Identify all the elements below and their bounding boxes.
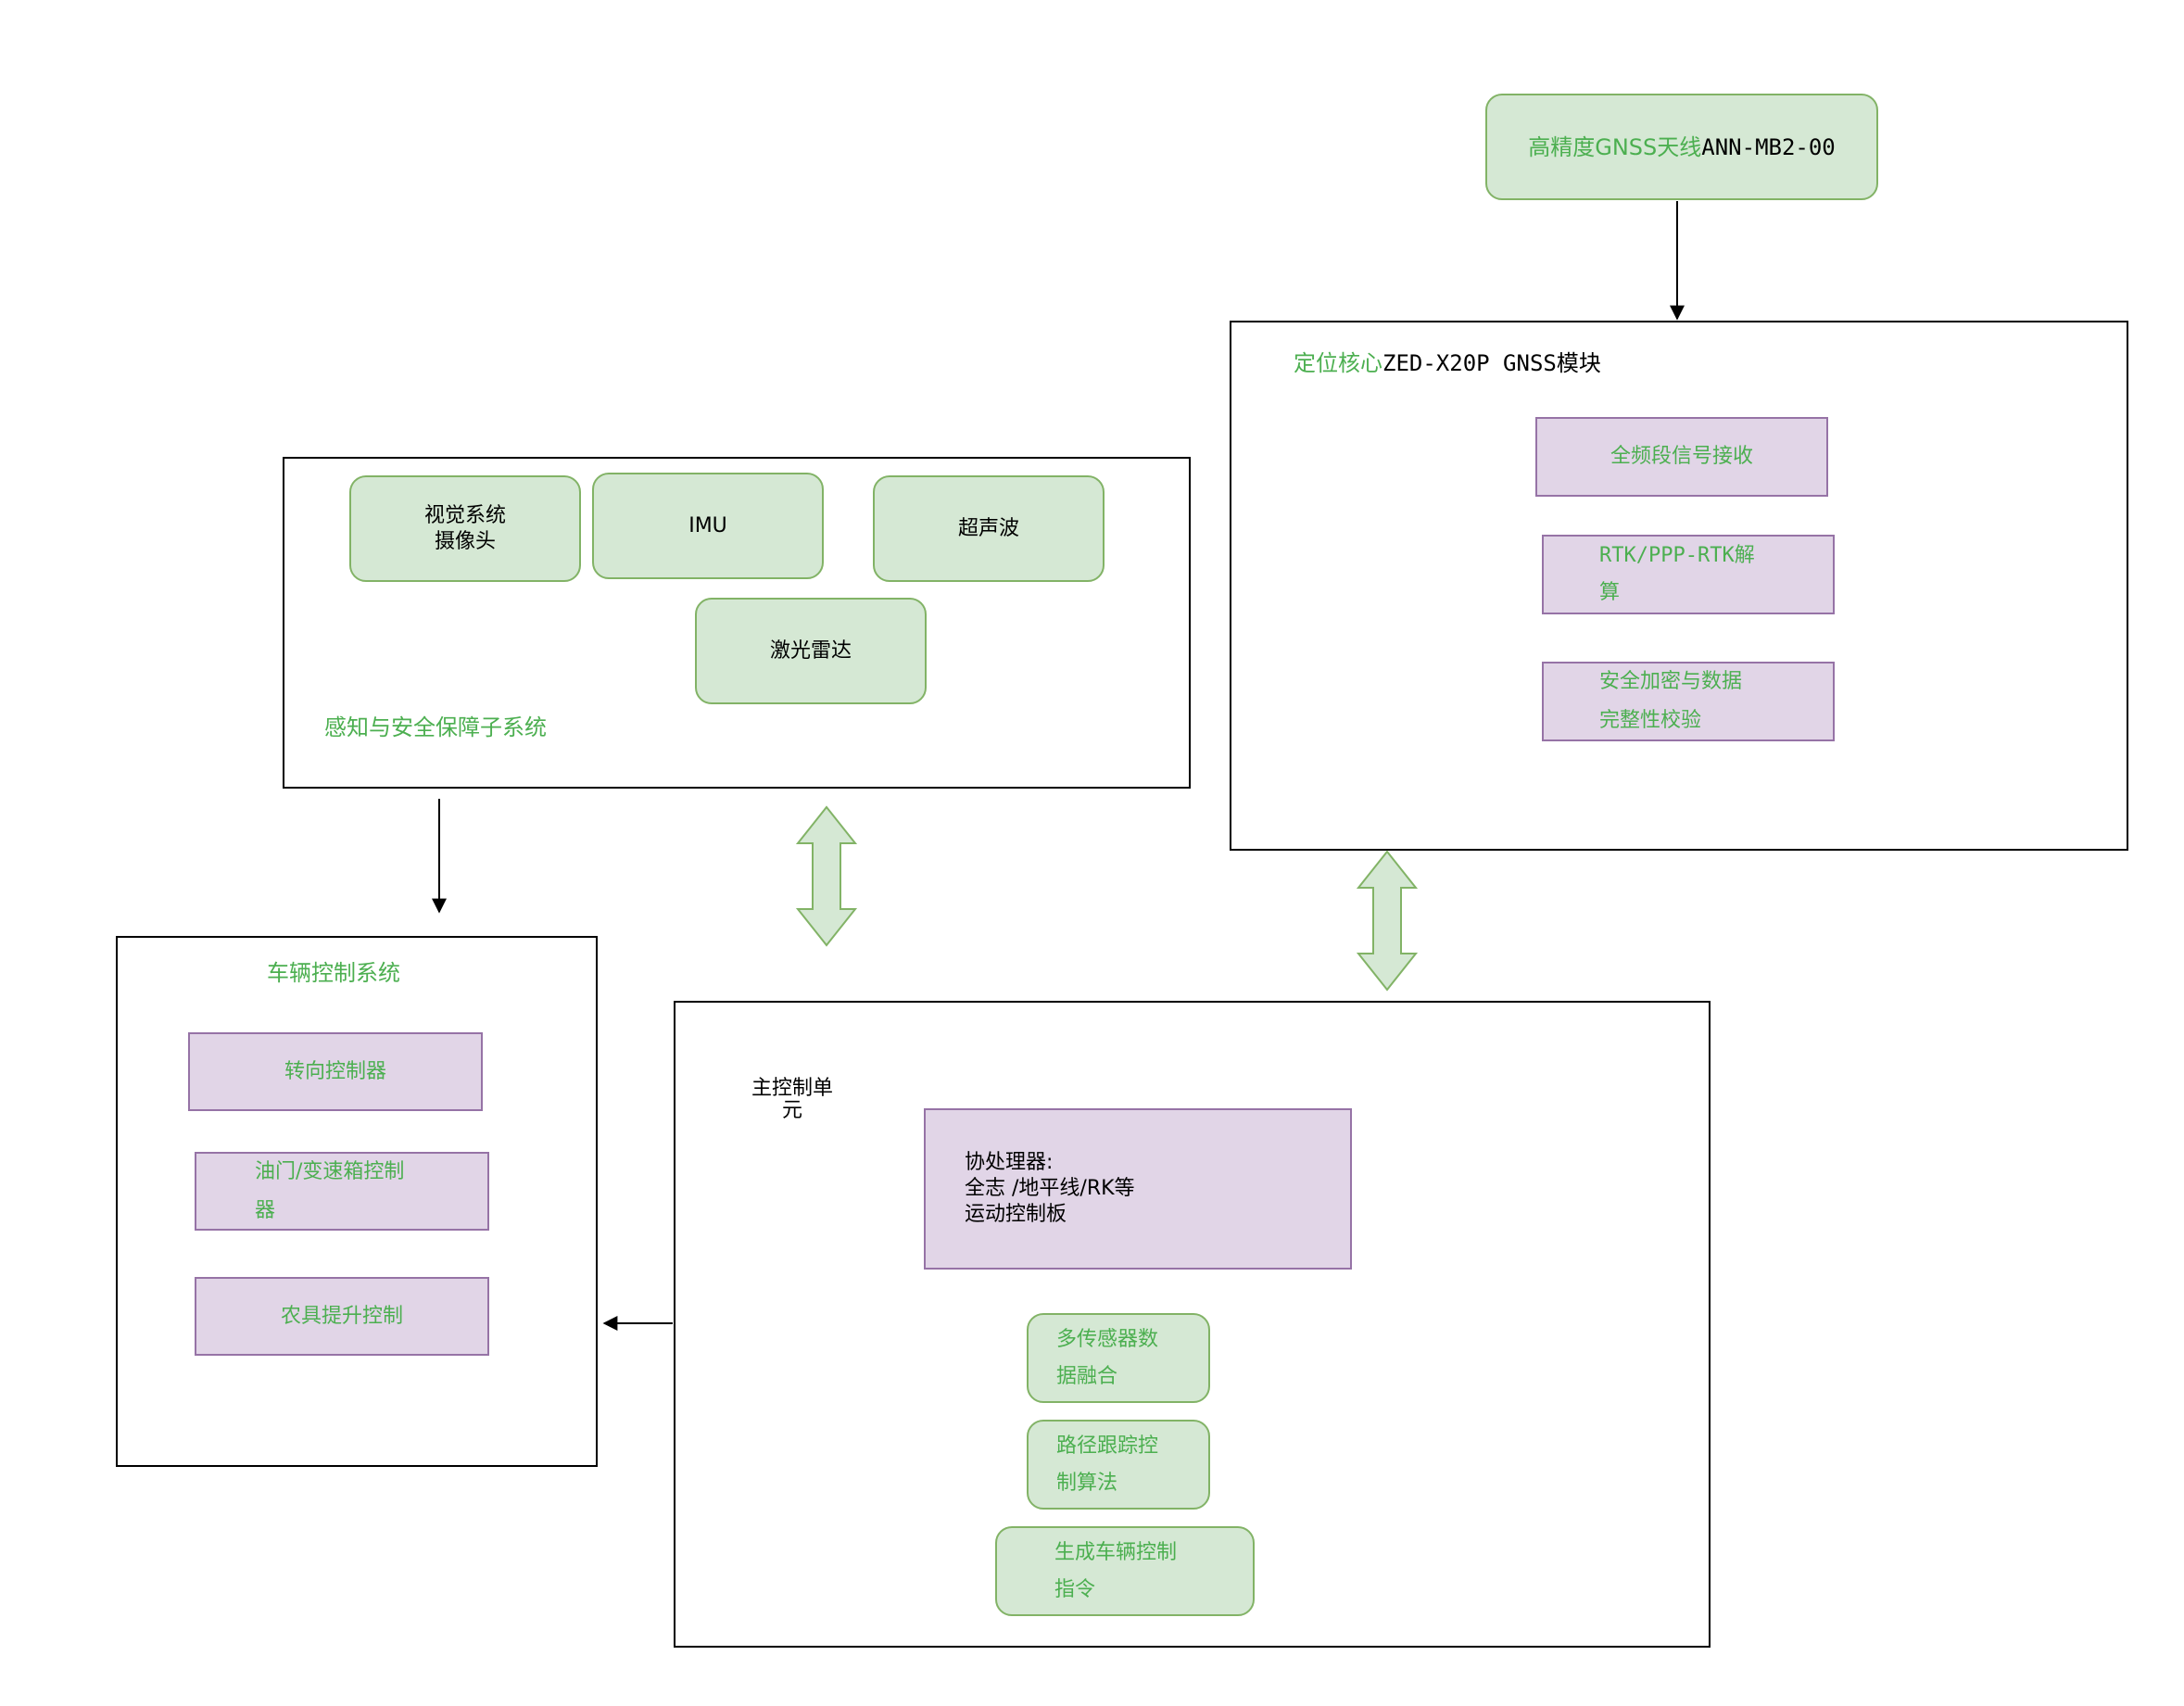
gnss-item-signal-reception-label: 全频段信号接收 [1610,445,1753,468]
bidirectional-arrow-perception-main [795,805,858,947]
main-control-title-label: 主控制单 元 [751,1077,833,1122]
steering-controller: 转向控制器 [188,1032,483,1111]
throttle-gearbox-controller-label: 油门/变速箱控制 器 [255,1159,405,1222]
steering-controller-label: 转向控制器 [284,1059,386,1083]
gnss-module-title-cn: 定位核心 [1294,350,1382,376]
path-tracking-algorithm-label: 路径跟踪控 制算法 [1056,1434,1159,1495]
implement-lift-control-label: 农具提升控制 [280,1304,403,1328]
vehicle-command-generation-label: 生成车辆控制 指令 [1054,1540,1178,1601]
gnss-item-rtk-solution-label: RTK/PPP-RTK解 算 [1599,544,1755,604]
coprocessor-board-label: 协处理器: 全志 /地平线/RK等 运动控制板 [965,1151,1135,1226]
gnss-item-security-label: 安全加密与数据 完整性校验 [1599,670,1743,732]
vehicle-control-title: 车辆控制系统 [267,960,400,986]
main-control-title: 主控制单 元 [741,1078,843,1122]
path-tracking-algorithm: 路径跟踪控 制算法 [1027,1420,1210,1510]
sensor-imu-label: IMU [688,513,727,537]
vehicle-command-generation: 生成车辆控制 指令 [995,1526,1255,1616]
antenna-label-cn: 高精度GNSS天线 [1528,133,1702,160]
antenna-label-model: ANN-MB2-00 [1701,133,1836,160]
bidirectional-arrow-gnss-main [1356,850,1419,992]
sensor-camera-label: 视觉系统 摄像头 [423,503,506,553]
sensor-camera: 视觉系统 摄像头 [349,475,581,582]
gnss-item-security: 安全加密与数据 完整性校验 [1542,662,1835,741]
sensor-lidar-label: 激光雷达 [769,638,852,663]
throttle-gearbox-controller: 油门/变速箱控制 器 [195,1152,489,1231]
gnss-item-rtk-solution: RTK/PPP-RTK解 算 [1542,535,1835,614]
sensor-fusion: 多传感器数 据融合 [1027,1313,1210,1403]
sensor-imu: IMU [592,473,824,579]
sensor-ultrasonic: 超声波 [873,475,1105,582]
implement-lift-control: 农具提升控制 [195,1277,489,1356]
gnss-module-title-model: ZED-X20P GNSS模块 [1382,350,1601,376]
perception-title: 感知与安全保障子系统 [324,714,547,740]
sensor-ultrasonic-label: 超声波 [957,516,1019,540]
coprocessor-board: 协处理器: 全志 /地平线/RK等 运动控制板 [924,1108,1352,1270]
sensor-lidar: 激光雷达 [695,598,927,704]
gnss-module-title: 定位核心ZED-X20P GNSS模块 [1294,349,1601,377]
sensor-fusion-label: 多传感器数 据融合 [1056,1327,1159,1388]
gnss-item-signal-reception: 全频段信号接收 [1535,417,1828,497]
